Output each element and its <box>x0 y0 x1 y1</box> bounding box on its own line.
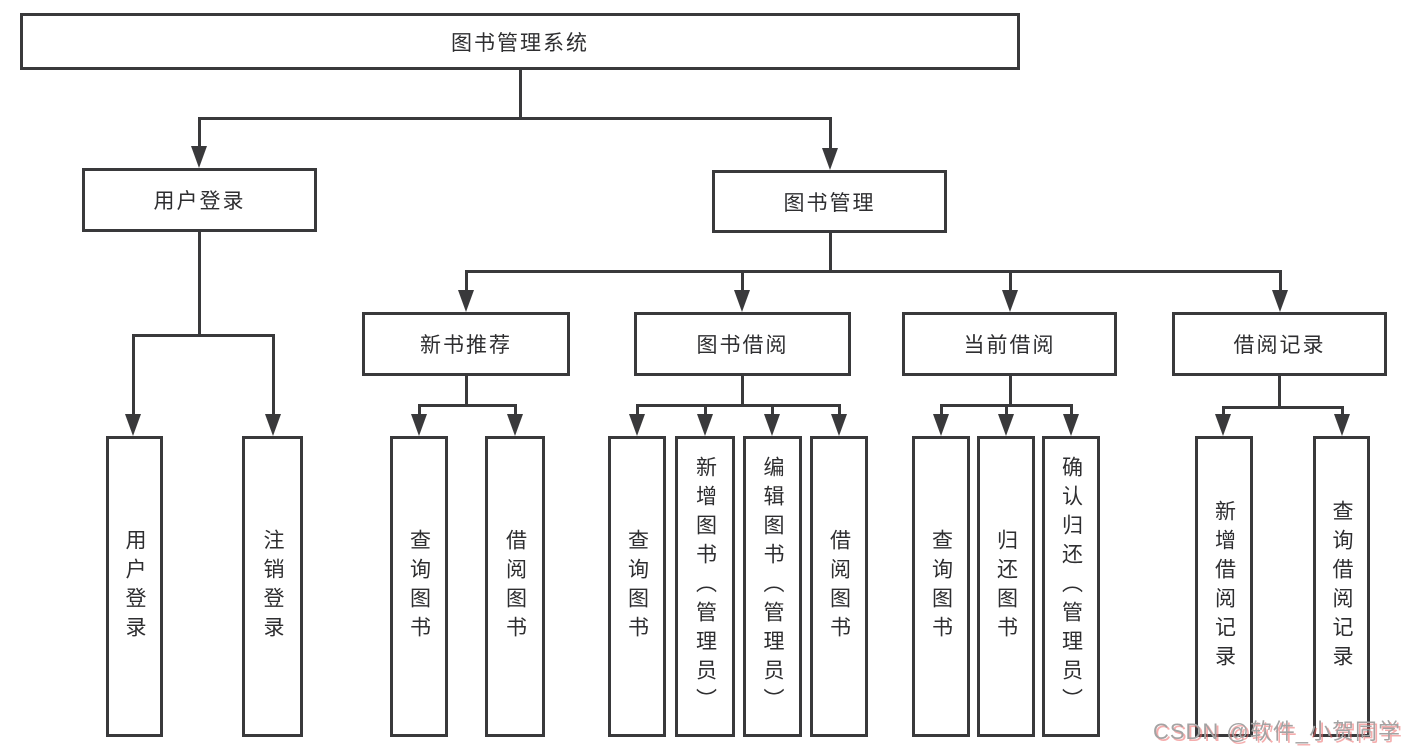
arrow-shaft <box>740 271 744 292</box>
node-leaf-add-books-admin: 新增图书（管理员） <box>675 436 735 737</box>
arrow-shaft <box>271 335 275 416</box>
node-label-book-borrowing: 图书借阅 <box>696 334 789 357</box>
node-leaf-add-borrow-record: 新增借阅记录 <box>1195 436 1253 737</box>
node-user-login: 用户登录 <box>82 168 317 232</box>
node-root: 图书管理系统 <box>20 13 1020 70</box>
connector-hline <box>197 116 832 120</box>
arrow-shaft <box>464 271 468 292</box>
arrow-down-icon <box>697 414 713 436</box>
arrow-shaft <box>939 405 943 416</box>
arrow-down-icon <box>507 414 523 436</box>
arrow-shaft <box>197 118 201 148</box>
arrow-down-icon <box>191 146 207 168</box>
node-label-root: 图书管理系统 <box>451 31 589 55</box>
node-leaf-borrow-books: 借阅图书 <box>810 436 868 737</box>
arrow-shaft <box>1004 405 1008 416</box>
arrow-shaft <box>513 405 517 416</box>
node-label-leaf-borrow-books: 借阅图书 <box>827 528 851 645</box>
node-label-current-borrowing: 当前借阅 <box>963 334 1056 357</box>
connector-vline <box>464 376 468 407</box>
node-label-leaf-return-books: 归还图书 <box>994 528 1018 645</box>
arrow-down-icon <box>831 414 847 436</box>
connector-hline <box>464 269 1282 273</box>
arrow-shaft <box>1221 407 1225 416</box>
arrow-shaft <box>1008 271 1012 292</box>
arrow-shaft <box>1069 405 1073 416</box>
arrow-down-icon <box>1215 414 1231 436</box>
node-leaf-edit-books-admin: 编辑图书（管理员） <box>743 436 802 737</box>
node-leaf-query-books-borrowing: 查询图书 <box>608 436 666 737</box>
node-label-leaf-edit-books-admin: 编辑图书（管理员） <box>761 456 784 717</box>
connector-vline <box>740 376 744 407</box>
node-leaf-borrow-books-recommend: 借阅图书 <box>485 436 545 737</box>
arrow-down-icon <box>458 290 474 312</box>
node-label-leaf-query-borrow-record: 查询借阅记录 <box>1330 499 1353 674</box>
node-label-leaf-borrow-books-recommend: 借阅图书 <box>503 528 527 645</box>
node-leaf-user-login: 用户登录 <box>106 436 163 737</box>
node-label-borrowing-records: 借阅记录 <box>1233 334 1326 357</box>
node-label-leaf-user-login: 用户登录 <box>123 528 146 645</box>
connector-hline <box>1221 405 1344 409</box>
arrow-shaft <box>1340 407 1344 416</box>
arrow-down-icon <box>1002 290 1018 312</box>
arrow-shaft <box>1278 271 1282 292</box>
arrow-down-icon <box>629 414 645 436</box>
node-leaf-query-borrow-record: 查询借阅记录 <box>1313 436 1370 737</box>
node-leaf-query-books-recommend: 查询图书 <box>390 436 448 737</box>
arrow-down-icon <box>734 290 750 312</box>
connector-hline <box>417 403 517 407</box>
arrow-shaft <box>837 405 841 416</box>
arrow-down-icon <box>998 414 1014 436</box>
node-label-new-book-recommend: 新书推荐 <box>420 334 512 357</box>
arrow-down-icon <box>764 414 780 436</box>
arrow-down-icon <box>1272 290 1288 312</box>
node-leaf-query-books-current: 查询图书 <box>912 436 970 737</box>
node-label-leaf-add-borrow-record: 新增借阅记录 <box>1212 499 1236 674</box>
node-label-leaf-query-books-current: 查询图书 <box>929 528 953 645</box>
node-label-leaf-add-books-admin: 新增图书（管理员） <box>693 456 717 717</box>
node-book-borrowing: 图书借阅 <box>634 312 851 376</box>
node-leaf-return-books: 归还图书 <box>977 436 1035 737</box>
connector-vline <box>828 233 832 273</box>
node-label-book-management: 图书管理 <box>783 191 876 215</box>
arrow-shaft <box>828 118 832 150</box>
connector-hline <box>635 403 841 407</box>
arrow-shaft <box>703 405 707 416</box>
node-borrowing-records: 借阅记录 <box>1172 312 1387 376</box>
node-current-borrowing: 当前借阅 <box>902 312 1117 376</box>
connector-vline <box>518 70 522 120</box>
node-book-management: 图书管理 <box>712 170 947 233</box>
connector-vline <box>197 232 201 337</box>
node-new-book-recommend: 新书推荐 <box>362 312 570 376</box>
arrow-shaft <box>635 405 639 416</box>
node-leaf-confirm-return-admin: 确认归还（管理员） <box>1042 436 1100 737</box>
connector-vline <box>1277 376 1281 409</box>
arrow-down-icon <box>1334 414 1350 436</box>
node-label-leaf-confirm-return-admin: 确认归还（管理员） <box>1059 456 1083 717</box>
connector-vline <box>1008 376 1012 407</box>
arrow-shaft <box>417 405 421 416</box>
arrow-shaft <box>131 335 135 416</box>
node-label-leaf-query-books-recommend: 查询图书 <box>407 528 431 645</box>
arrow-down-icon <box>822 148 838 170</box>
node-leaf-logout: 注销登录 <box>242 436 303 737</box>
connector-hline <box>131 333 275 337</box>
csdn-watermark: CSDN @软件_小贺同学 <box>1152 719 1401 744</box>
arrow-down-icon <box>933 414 949 436</box>
node-label-user-login: 用户登录 <box>153 190 246 213</box>
arrow-down-icon <box>125 414 141 436</box>
arrow-down-icon <box>411 414 427 436</box>
arrow-shaft <box>770 405 774 416</box>
node-label-leaf-query-books-borrowing: 查询图书 <box>625 528 649 645</box>
node-label-leaf-logout: 注销登录 <box>261 528 284 645</box>
arrow-down-icon <box>1063 414 1079 436</box>
arrow-down-icon <box>265 414 281 436</box>
